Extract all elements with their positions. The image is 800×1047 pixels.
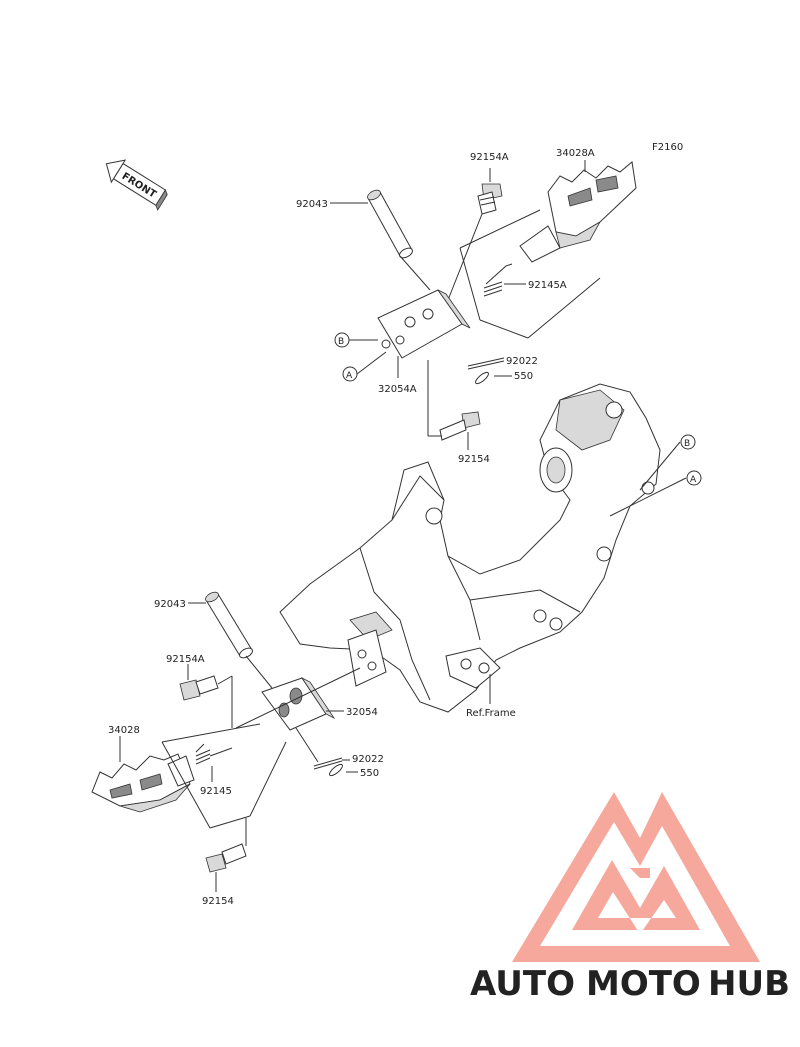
label-spring-lower: 92145 — [200, 786, 232, 797]
bolt-lower-a — [179, 675, 219, 701]
callout-b-frame: B — [680, 434, 696, 450]
footpeg-lower — [91, 753, 195, 813]
pin-lower — [205, 591, 253, 659]
callout-a-upper: A — [342, 366, 358, 382]
label-pin-upper: 92043 — [296, 199, 328, 210]
label-bolt-lower: 92154 — [202, 896, 234, 907]
svg-text:A: A — [690, 475, 697, 485]
label-bracket-upper: 32054A — [378, 384, 417, 395]
label-washer-lower: 550 — [360, 768, 379, 779]
bolt-upper-lower — [439, 411, 481, 441]
bracket-lower — [261, 676, 336, 731]
washer-lower — [329, 763, 343, 777]
label-footpeg-lower: 34028 — [108, 725, 140, 736]
label-bolt-upper-lower: 92154 — [458, 454, 490, 465]
cotter-pin-upper — [467, 357, 505, 370]
callout-b-upper: B — [334, 332, 350, 348]
watermark-text-hub: HUB — [708, 964, 790, 1004]
spring-lower — [195, 743, 233, 765]
label-ref-frame: Ref.Frame — [466, 708, 516, 719]
svg-text:B: B — [684, 439, 690, 449]
svg-text:A: A — [346, 371, 353, 381]
label-pin-lower: 92043 — [154, 599, 186, 610]
label-spring-upper: 92145A — [528, 280, 567, 291]
label-bracket-lower: 32054 — [346, 707, 378, 718]
label-footpeg-upper: 34028A — [556, 148, 595, 159]
watermark-text-moto: MOTO — [586, 964, 701, 1004]
label-bolt-lower-a: 92154A — [166, 654, 205, 665]
bracket-upper — [377, 289, 471, 359]
bolt-lower — [205, 843, 247, 873]
label-washer-upper: 550 — [514, 371, 533, 382]
front-arrow: FRONT — [105, 159, 168, 211]
pin-upper — [367, 189, 413, 259]
label-cotter-upper: 92022 — [506, 356, 538, 367]
cotter-pin-lower — [313, 757, 343, 770]
watermark-text-auto: AUTO — [470, 964, 575, 1004]
label-cotter-lower: 92022 — [352, 754, 384, 765]
spring-upper — [483, 263, 513, 297]
footpeg-upper — [519, 161, 637, 263]
watermark-logo — [512, 792, 760, 962]
svg-text:B: B — [338, 337, 344, 347]
frame — [279, 383, 661, 713]
washer-upper — [475, 371, 489, 385]
label-bolt-upper: 92154A — [470, 152, 509, 163]
bolt-upper — [477, 183, 503, 215]
callout-a-frame: A — [686, 470, 702, 486]
figure-code: F2160 — [652, 142, 683, 153]
